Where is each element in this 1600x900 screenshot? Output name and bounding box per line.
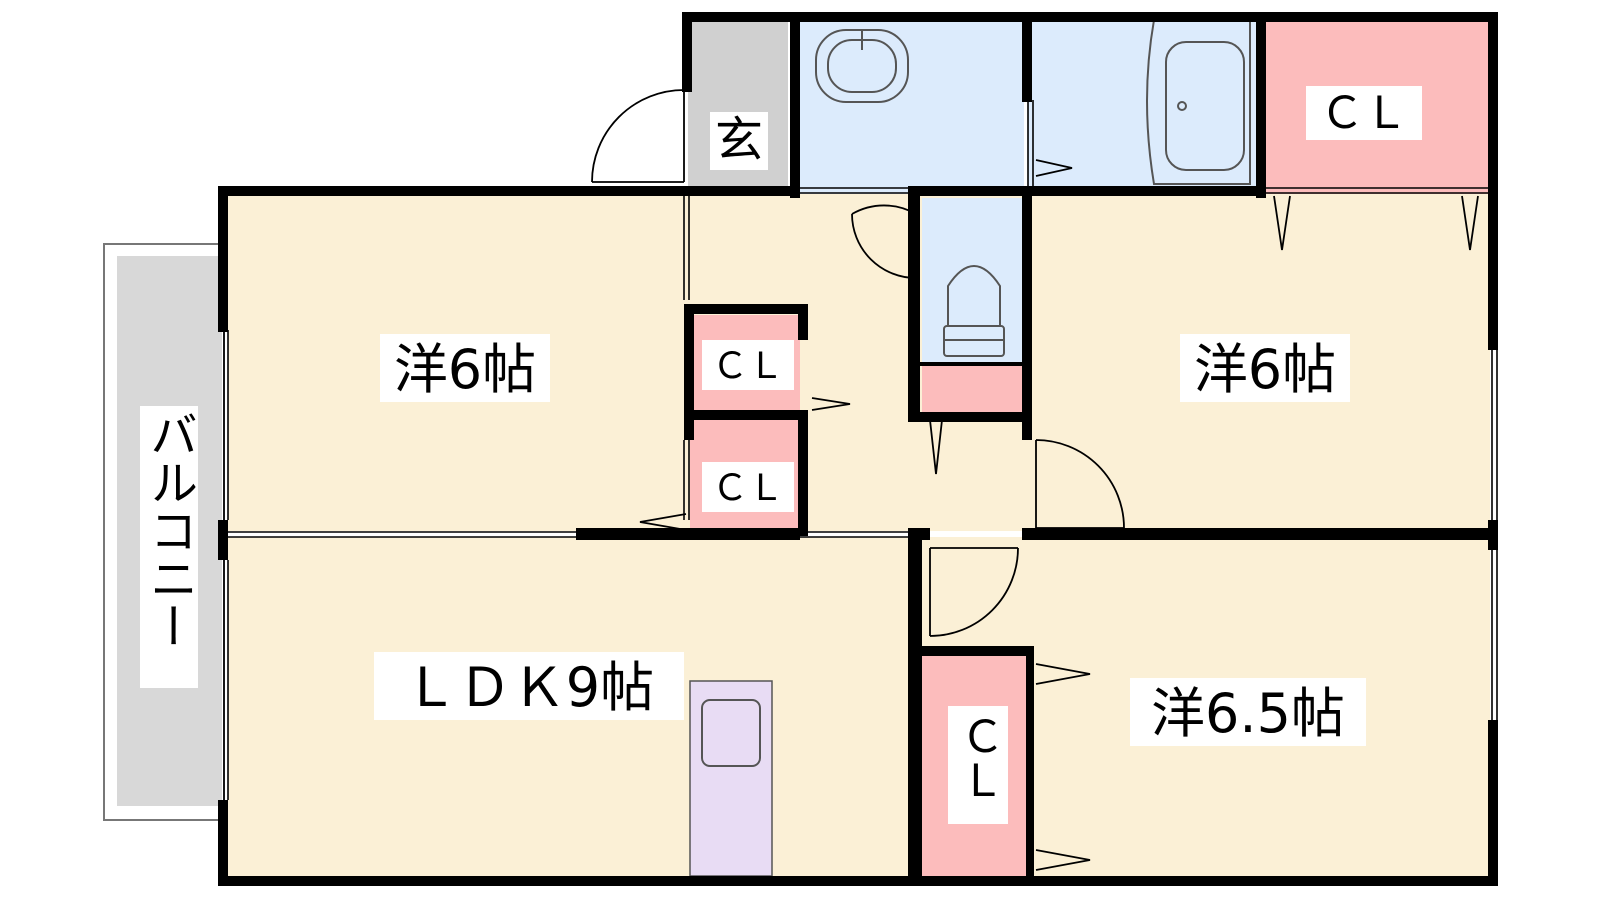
label-bg [702, 340, 794, 390]
closet-door-marker [1273, 195, 1291, 251]
wall [908, 186, 920, 420]
toilet-storage [922, 366, 1026, 416]
wall [798, 420, 808, 536]
closet-door-marker [1035, 663, 1091, 685]
wall [1026, 646, 1034, 886]
label-bg [380, 334, 550, 402]
wall [916, 362, 1026, 366]
label-bg [140, 406, 198, 688]
balcony-label: バルコニー [141, 410, 197, 650]
wall [218, 876, 1498, 886]
washroom-floor [796, 20, 1024, 194]
wall [790, 12, 800, 198]
label-bg [702, 462, 794, 512]
label-bg [710, 112, 768, 170]
bathtub-icon [1146, 19, 1251, 185]
wall [1022, 12, 1032, 102]
label-bg [374, 652, 684, 720]
label-bg [948, 706, 1008, 824]
closet-center-upper-label: ＣＬ [712, 346, 784, 387]
wall [908, 412, 1032, 422]
wall [1256, 12, 1266, 198]
wall [1022, 528, 1498, 540]
label-bg [1306, 86, 1422, 140]
western-room-left-label: 洋6帖 [394, 338, 536, 401]
entrance-label: 玄 [715, 112, 763, 168]
toilet-floor [922, 198, 1026, 362]
wall [686, 186, 800, 196]
entrance-door [591, 89, 685, 183]
toilet-icon [943, 265, 1005, 357]
wall [682, 12, 692, 92]
wall [218, 800, 228, 886]
western-room-right-label: 洋6帖 [1194, 338, 1336, 401]
wall [576, 528, 800, 540]
bath-door-marker [1035, 159, 1073, 177]
wall [798, 304, 808, 340]
wall [1488, 720, 1498, 886]
wall [1022, 186, 1266, 196]
door-swings [591, 89, 1479, 871]
wall [682, 12, 1498, 22]
label-bg [1130, 678, 1366, 746]
closet-door-marker [639, 513, 687, 531]
closet-door-marker [1035, 849, 1091, 871]
kitchen-counter [689, 680, 773, 877]
wall [1022, 186, 1032, 440]
wall [218, 520, 228, 560]
wall [684, 304, 694, 440]
wall [684, 410, 808, 420]
wall [916, 646, 1032, 656]
label-bg [1180, 334, 1350, 402]
closet-door-marker [929, 419, 943, 475]
wall [218, 186, 228, 332]
bottom-room-door [929, 547, 1019, 637]
walls [218, 12, 1498, 886]
labels: 玄 ＣＬ 洋6帖 洋6帖 ＣＬ ＣＬ ＬＤＫ9帖 洋6.5帖 ＣＬ バルコニー [140, 86, 1422, 824]
closet-center-lower-label: ＣＬ [712, 468, 784, 509]
wall [908, 186, 1032, 196]
bathroom-floor [1028, 20, 1256, 194]
closet-bottom-label: ＣＬ [953, 714, 1004, 802]
ldk-label: ＬＤＫ9帖 [404, 656, 654, 719]
wall [684, 304, 808, 314]
closet-door-marker [811, 397, 851, 411]
closet-top-right-label: ＣＬ [1320, 88, 1408, 139]
window-lines [223, 100, 1498, 800]
western-room-bottom-label: 洋6.5帖 [1151, 682, 1345, 745]
wall [1488, 12, 1498, 350]
wall [908, 528, 922, 886]
closet-door-marker [1461, 195, 1479, 251]
sink-icon [701, 699, 761, 767]
wall [218, 186, 686, 196]
washbasin-icon [815, 29, 909, 103]
